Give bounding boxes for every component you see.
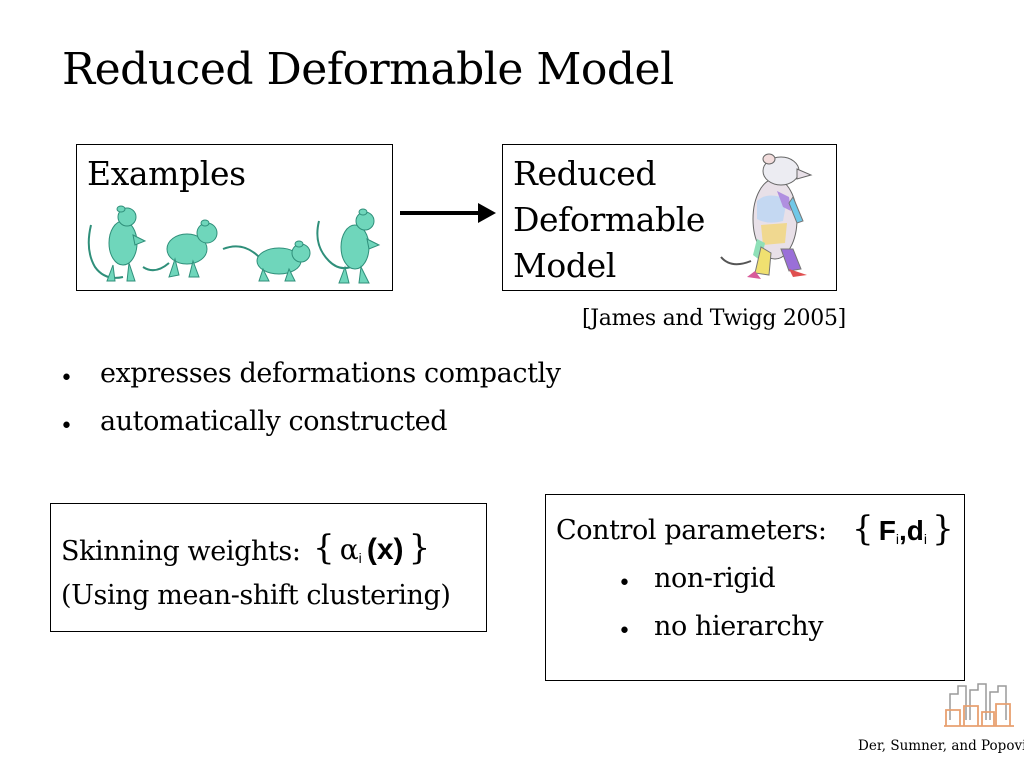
bullet-dot: • (618, 571, 631, 596)
rat-figure-icon (87, 205, 147, 282)
skinning-label: Skinning weights: (61, 536, 301, 567)
reduced-model-line-3: Model (513, 246, 616, 285)
rat-figure-icon (316, 208, 381, 284)
control-bullet-2: no hierarchy (654, 611, 824, 642)
control-label: Control parameters: (556, 515, 827, 546)
bullet-dot: • (618, 619, 631, 644)
slide-title: Reduced Deformable Model (62, 44, 674, 95)
bullet-item-1: expresses deformations compactly (100, 358, 561, 389)
bullet-item-2: automatically constructed (100, 406, 448, 437)
control-parameters-box: Control parameters: { Fi,di } • non-rigi… (545, 494, 965, 681)
reduced-model-box: Reduced Deformable Model (502, 144, 837, 291)
bullet-dot: • (60, 414, 73, 439)
skinning-weights-box: Skinning weights: { αi (x) } (Using mean… (50, 503, 487, 632)
segmented-rat-figure-icon (720, 153, 813, 279)
bullet-dot: • (60, 366, 73, 391)
reduced-model-line-2: Deformable (513, 200, 706, 239)
citation: [James and Twigg 2005] (582, 306, 846, 331)
control-math: { Fi,di } (852, 509, 954, 549)
rat-figure-icon (222, 240, 311, 282)
skinning-subtext: (Using mean-shift clustering) (61, 580, 451, 611)
control-bullet-1: non-rigid (654, 563, 776, 594)
skinning-math: { αi (x) } (313, 528, 431, 568)
examples-box: Examples (76, 144, 393, 291)
city-buildings-logo-icon (944, 683, 1014, 727)
footer-authors: Der, Sumner, and Popović (858, 738, 1024, 754)
right-arrow-icon (400, 203, 496, 223)
examples-label: Examples (87, 154, 246, 193)
reduced-model-line-1: Reduced (513, 154, 657, 193)
example-rats-figure (87, 205, 381, 284)
rat-figure-icon (142, 219, 218, 278)
